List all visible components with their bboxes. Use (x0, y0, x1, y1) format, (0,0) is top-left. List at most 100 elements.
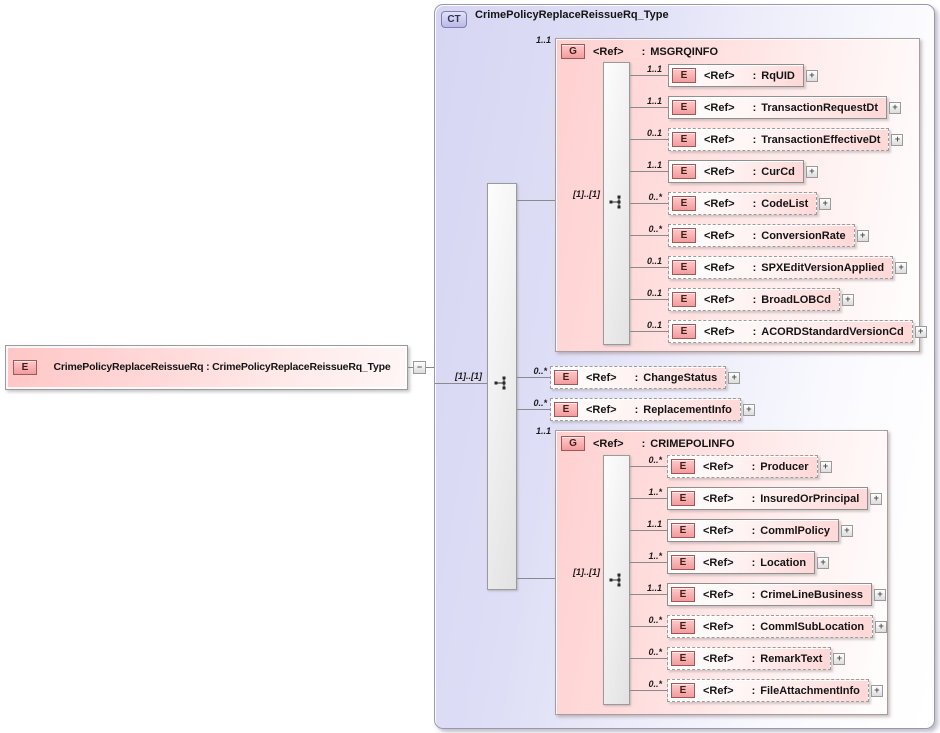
connector-line (517, 377, 550, 378)
root-element-box[interactable]: E CrimePolicyReplaceReissueRq : CrimePol… (5, 345, 408, 390)
expand-icon[interactable]: + (742, 403, 755, 416)
element-row: 1..1 E <Ref> CurCd + (630, 160, 818, 183)
element-codelist[interactable]: E <Ref> CodeList (668, 192, 818, 215)
expand-icon[interactable]: + (914, 325, 927, 338)
collapse-icon[interactable]: − (413, 361, 426, 374)
expand-icon[interactable]: + (817, 556, 830, 569)
cardinality-label: 1..* (648, 551, 662, 561)
element-badge-icon: E (672, 164, 696, 179)
element-badge-icon: E (671, 619, 695, 634)
connector-line (630, 331, 668, 332)
connector-line (517, 200, 555, 201)
ref-label: <Ref> (704, 165, 735, 178)
element-spxeditversionapplied[interactable]: E <Ref> SPXEditVersionApplied (668, 256, 894, 279)
connector-line (630, 498, 667, 499)
ref-label: <Ref> (703, 620, 734, 633)
element-conversionrate[interactable]: E <Ref> ConversionRate (668, 224, 855, 247)
expand-icon[interactable]: + (840, 524, 853, 537)
group-ref-label: <Ref> (593, 45, 624, 58)
element-location[interactable]: E <Ref> Location (667, 551, 816, 574)
connector-line (630, 235, 668, 236)
expand-icon[interactable]: + (819, 197, 832, 210)
expand-icon[interactable]: + (856, 229, 869, 242)
element-remarktext[interactable]: E <Ref> RemarkText (667, 647, 832, 670)
element-badge-icon: E (671, 491, 695, 506)
cardinality-label: 1..1 (535, 35, 551, 45)
element-rquid[interactable]: E <Ref> RqUID (668, 64, 804, 87)
group-ref-label: <Ref> (593, 437, 624, 450)
element-name: BroadLOBCd (753, 294, 831, 306)
element-replacementinfo[interactable]: E <Ref> ReplacementInfo (550, 398, 741, 421)
cardinality-label: 1..1 (646, 160, 662, 170)
element-commlsublocation[interactable]: E <Ref> CommlSubLocation (667, 615, 874, 638)
element-name: TransactionEffectiveDt (753, 134, 880, 146)
connector-line (630, 75, 668, 76)
element-row: 1..1 E <Ref> CommlPolicy + (630, 519, 853, 542)
ct-badge-icon: CT (441, 11, 467, 28)
expand-icon[interactable]: + (728, 371, 741, 384)
element-name: Location (752, 557, 806, 569)
expand-icon[interactable]: + (833, 652, 846, 665)
element-curcd[interactable]: E <Ref> CurCd (668, 160, 804, 183)
connector-line (630, 203, 668, 204)
element-badge-icon: E (672, 68, 696, 83)
element-insuredorprincipal[interactable]: E <Ref> InsuredOrPrincipal (667, 487, 869, 510)
cardinality-label: 1..1 (646, 519, 662, 529)
ref-label: <Ref> (703, 524, 734, 537)
expand-icon[interactable]: + (873, 588, 886, 601)
element-row: 0..* E <Ref> ConversionRate + (630, 224, 869, 247)
cardinality-label: 0..* (648, 224, 662, 234)
element-commlpolicy[interactable]: E <Ref> CommlPolicy (667, 519, 839, 542)
connector-line (630, 690, 667, 691)
element-badge-icon: E (671, 683, 695, 698)
element-producer[interactable]: E <Ref> Producer (667, 455, 818, 478)
ref-label: <Ref> (703, 652, 734, 665)
element-name: CommlSubLocation (752, 621, 864, 633)
element-badge-icon: E (672, 196, 696, 211)
element-row: 0..1 E <Ref> SPXEditVersionApplied + (630, 256, 908, 279)
connector-line (630, 299, 668, 300)
cardinality-label: 0..* (648, 192, 662, 202)
element-row-replacementinfo: 0..* E <Ref> ReplacementInfo + (517, 398, 755, 421)
expand-icon[interactable]: + (819, 460, 832, 473)
expand-icon[interactable]: + (889, 101, 901, 114)
connector-line (630, 562, 667, 563)
element-badge-icon: E (671, 523, 695, 538)
expand-icon[interactable]: + (805, 69, 818, 82)
element-name: RqUID (753, 70, 795, 82)
expand-icon[interactable]: + (891, 133, 904, 146)
element-fileattachmentinfo[interactable]: E <Ref> FileAttachmentInfo (667, 679, 869, 702)
expand-icon[interactable]: + (805, 165, 818, 178)
element-badge-icon: E (554, 370, 578, 385)
element-crimelinebusiness[interactable]: E <Ref> CrimeLineBusiness (667, 583, 872, 606)
sequence-bar-msgrqinfo (603, 62, 630, 345)
element-broadlobcd[interactable]: E <Ref> BroadLOBCd (668, 288, 840, 311)
group-header: G <Ref> MSGRQINFO (561, 44, 718, 59)
sequence-bar-main (487, 183, 517, 590)
group-header: G <Ref> CRIMEPOLINFO (561, 436, 735, 451)
ref-label: <Ref> (586, 371, 617, 384)
element-transactioneffectivedt[interactable]: E <Ref> TransactionEffectiveDt (668, 128, 890, 151)
sequence-icon (494, 376, 506, 390)
expand-icon[interactable]: + (870, 492, 883, 505)
element-badge-icon: E (672, 228, 696, 243)
complex-type-title: CrimePolicyReplaceReissueRq_Type (475, 9, 669, 21)
element-badge-icon: E (13, 360, 37, 375)
element-acordstandardversioncd[interactable]: E <Ref> ACORDStandardVersionCd (668, 320, 913, 343)
group-name: CRIMEPOLINFO (642, 438, 734, 450)
model-cardinality-label: [1]..[1] (573, 189, 600, 199)
element-name: CrimeLineBusiness (752, 589, 863, 601)
element-badge-icon: E (671, 651, 695, 666)
ref-label: <Ref> (703, 684, 734, 697)
connector-line (408, 367, 413, 368)
cardinality-label: 0..* (648, 647, 662, 657)
element-changestatus[interactable]: E <Ref> ChangeStatus (550, 366, 727, 389)
expand-icon[interactable]: + (841, 293, 854, 306)
connector-line (517, 409, 550, 410)
expand-icon[interactable]: + (895, 261, 908, 274)
expand-icon[interactable]: + (875, 620, 888, 633)
cardinality-label: 0..1 (646, 320, 662, 330)
ref-label: <Ref> (704, 293, 735, 306)
expand-icon[interactable]: + (870, 684, 883, 697)
element-transactionrequestdt[interactable]: E <Ref> TransactionRequestDt (668, 96, 887, 119)
